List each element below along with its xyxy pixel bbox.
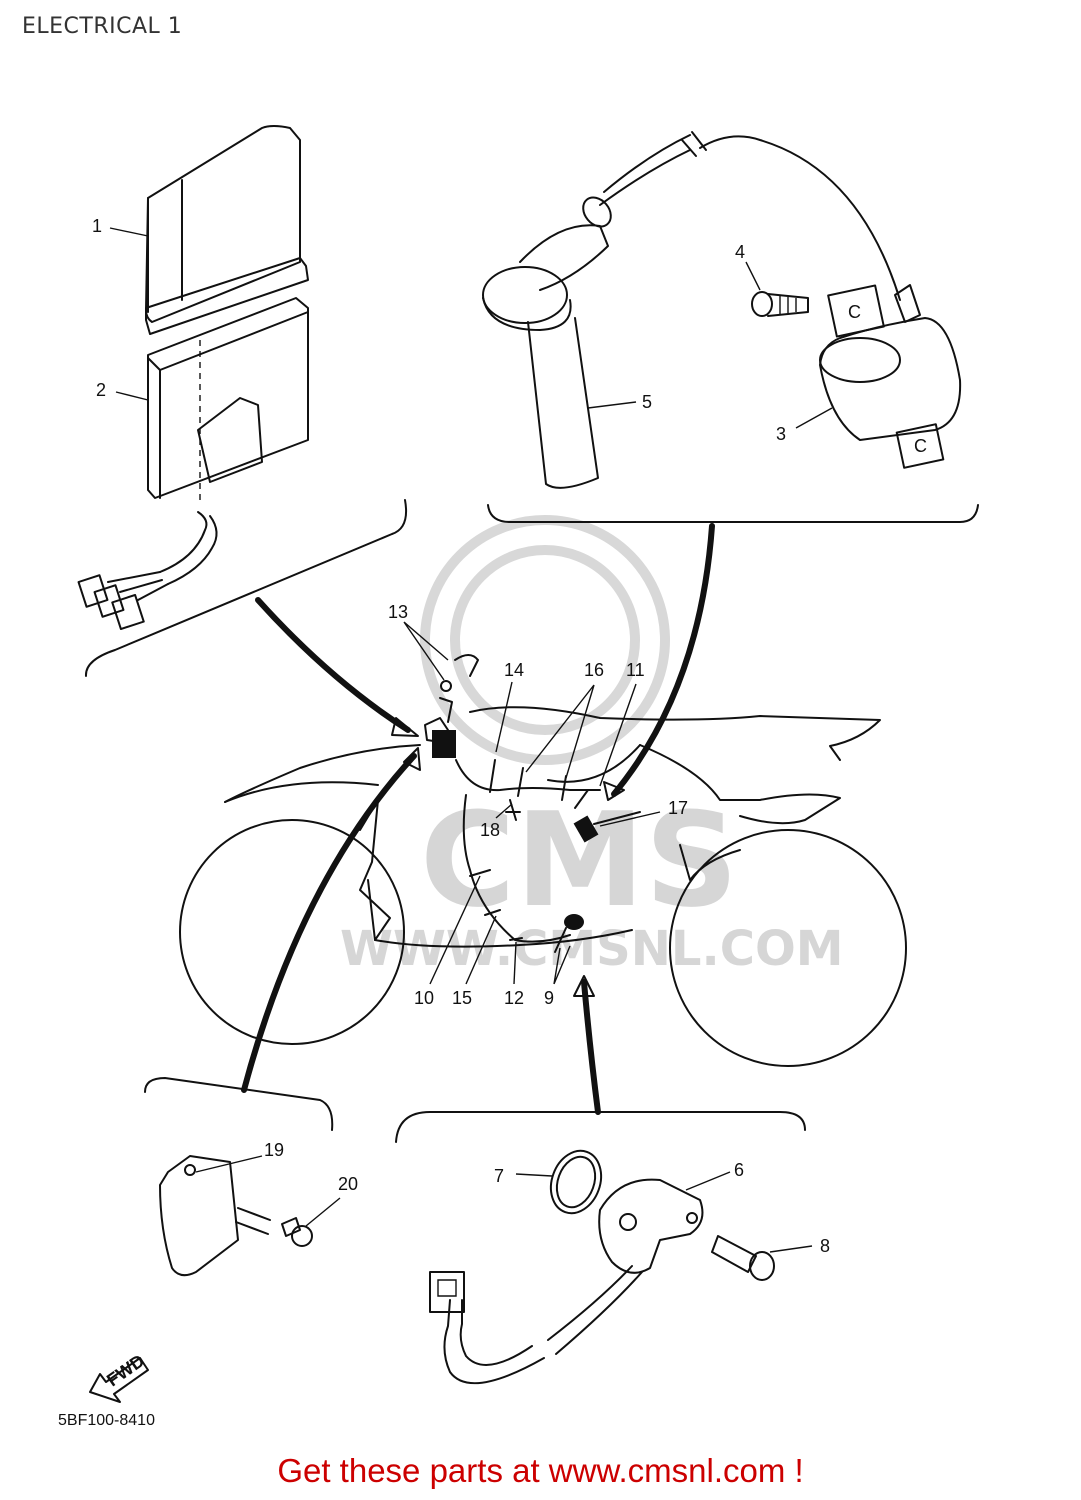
bracket-bottom-right	[395, 1111, 806, 1143]
callout-2: 2	[96, 380, 106, 400]
callout-19: 19	[264, 1140, 284, 1160]
callout-20: 20	[338, 1174, 358, 1194]
watermark-brand: CMS	[420, 784, 738, 936]
callout-9: 9	[544, 988, 554, 1008]
callout-12: 12	[504, 988, 524, 1008]
callout-7: 7	[494, 1166, 504, 1186]
bracket-right	[487, 504, 979, 523]
watermark-site: WWW.CMSNL.COM	[340, 921, 844, 977]
bracket-bottom-left	[144, 1077, 334, 1131]
callout-18: 18	[480, 820, 500, 840]
fwd-label: FWD	[103, 1350, 148, 1390]
fwd-arrow-icon: FWD	[89, 1350, 149, 1403]
promo-banner[interactable]: Get these parts at www.cmsnl.com !	[277, 1452, 804, 1489]
part-3-ignition-coil: C C	[819, 284, 962, 469]
callout-17: 17	[668, 798, 688, 818]
part-20-screw	[281, 1217, 313, 1247]
motorcycle-outline	[179, 706, 907, 1067]
callout-15: 15	[452, 988, 472, 1008]
coil-mark-top: C	[848, 302, 861, 322]
part-8-bolt	[711, 1235, 775, 1281]
part-2-cdi-case	[77, 297, 309, 631]
pointer-arrows	[241, 523, 715, 1115]
callout-13: 13	[388, 602, 408, 622]
page-title: ELECTRICAL 1	[22, 14, 183, 39]
callout-1: 1	[92, 216, 102, 236]
callout-4: 4	[735, 242, 745, 262]
diagram-reference-code: 5BF100-8410	[58, 1412, 155, 1429]
coil-mark-bottom: C	[914, 436, 927, 456]
callout-10: 10	[414, 988, 434, 1008]
part-6-sensor	[429, 1178, 704, 1385]
leader-lines	[109, 227, 833, 1253]
callout-16: 16	[584, 660, 604, 680]
callout-3: 3	[776, 424, 786, 444]
bracket-left	[84, 499, 408, 677]
part-5-plug-cap	[482, 131, 901, 489]
callout-numbers: 1 2 3 4 5 6 7 8 9 10 11 12 13 14 15 16 1…	[92, 216, 830, 1256]
part-1-cdi-unit	[145, 125, 309, 335]
callout-6: 6	[734, 1160, 744, 1180]
callout-11: 11	[626, 660, 645, 680]
callout-5: 5	[642, 392, 652, 412]
watermark: CMS WWW.CMSNL.COM	[340, 515, 844, 977]
callout-8: 8	[820, 1236, 830, 1256]
part-7-o-ring	[549, 1149, 603, 1215]
callout-14: 14	[504, 660, 524, 680]
part-19-regulator	[159, 1155, 271, 1277]
part-4-bolt	[751, 291, 809, 317]
wire-harness	[424, 654, 641, 953]
